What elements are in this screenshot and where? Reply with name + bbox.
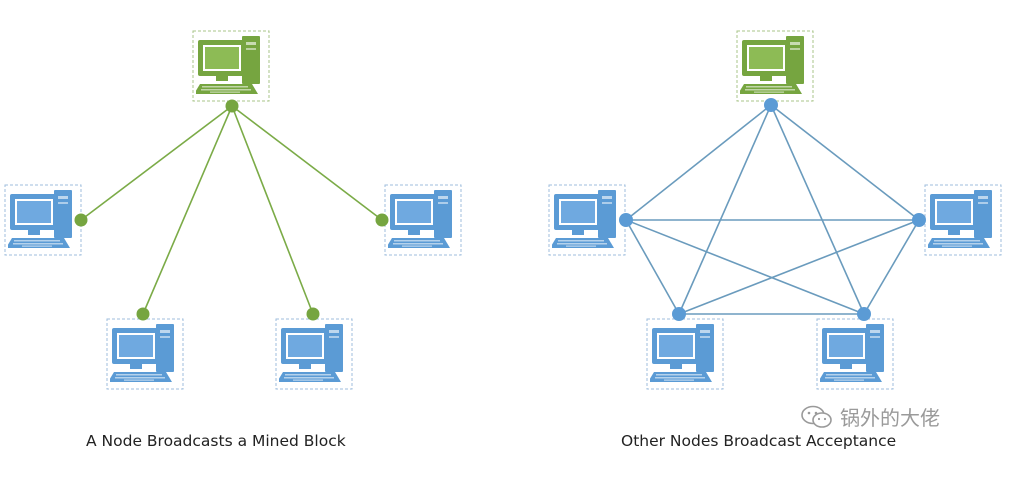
wechat-icon [801,405,832,428]
link-line [625,219,680,315]
link-line [625,219,865,315]
connection-dot [764,98,778,112]
computer-icon [384,184,462,256]
link-line [142,105,233,315]
link-line [625,104,772,221]
computer-icon [106,318,184,390]
computer-icon [275,318,353,390]
connection-dot [136,307,150,321]
connection-dot [857,307,871,321]
connection-dot [225,99,239,113]
connection-dot [74,213,88,227]
connection-dot [619,213,633,227]
left-diagram-caption: A Node Broadcasts a Mined Block [86,432,346,450]
link-line [80,105,233,221]
connection-dot [375,213,389,227]
link-line [863,219,920,315]
watermark-text: 锅外的大佬 [840,406,940,430]
link-line [678,219,920,315]
green-computer-icon [736,30,814,102]
connection-dot [912,213,926,227]
computer-icon [646,318,724,390]
computer-icon [816,318,894,390]
link-line [231,105,383,221]
mesh-links [625,104,920,315]
computer-icon [4,184,82,256]
green-computer-icon [192,30,270,102]
computer-icon [548,184,626,256]
link-line [678,104,772,315]
connection-dot [306,307,320,321]
broadcast-links [80,105,383,315]
watermark: 锅外的大佬 [800,402,940,431]
link-line [231,105,314,315]
connection-dot [672,307,686,321]
computer-icon [924,184,1002,256]
link-line [770,104,920,221]
right-diagram-caption: Other Nodes Broadcast Acceptance [621,432,897,450]
link-line [770,104,865,315]
